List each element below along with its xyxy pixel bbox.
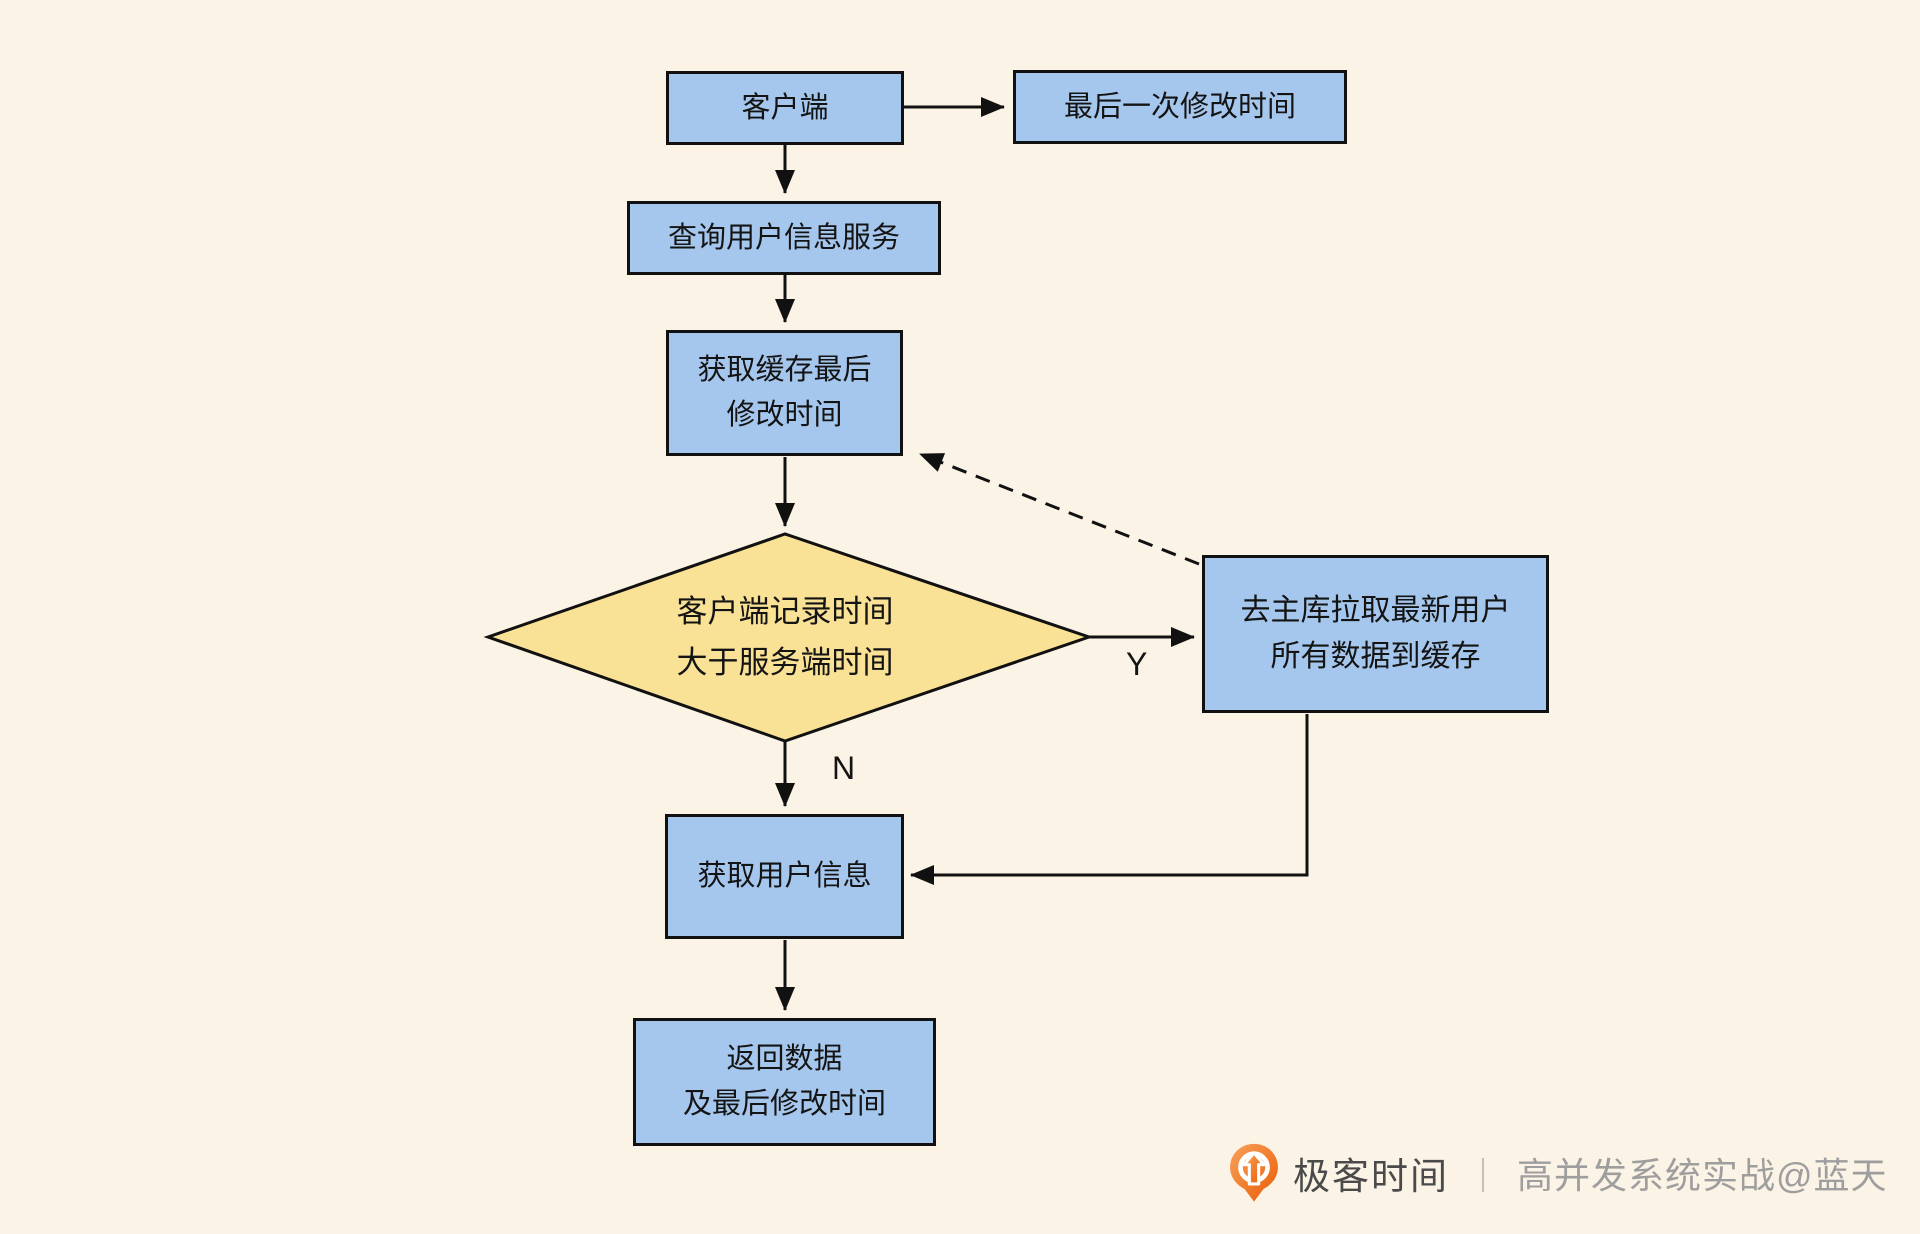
node-last-modified-time: 最后一次修改时间: [1013, 70, 1347, 144]
node-return-data: 返回数据 及最后修改时间: [633, 1018, 936, 1146]
edge-label-yes: Y: [1126, 646, 1148, 682]
dashed-arrow-master-to-cachetime: [919, 452, 1200, 566]
node-get-user-info: 获取用户信息: [665, 814, 904, 939]
footer-divider: ｜: [1466, 1157, 1500, 1196]
node-get-cache-last-modified-time: 获取缓存最后 修改时间: [666, 330, 903, 456]
geektime-logo-icon: [1230, 1143, 1278, 1202]
node-client: 客户端: [666, 71, 904, 145]
footer-branding: 极客时间 ｜ 高并发系统实战@蓝天: [1228, 1138, 1888, 1208]
edge-label-no: N: [832, 750, 856, 786]
node-query-user-info-service: 查询用户信息服务: [627, 201, 941, 275]
decision-label: 客户端记录时间 大于服务端时间: [676, 593, 894, 680]
brand-name: 极客时间: [1293, 1156, 1449, 1197]
node-pull-latest-from-master: 去主库拉取最新用户 所有数据到缓存: [1202, 555, 1549, 713]
arrow-master-to-userinfo: [910, 714, 1309, 885]
watermark-text: 高并发系统实战@蓝天: [1517, 1155, 1888, 1196]
